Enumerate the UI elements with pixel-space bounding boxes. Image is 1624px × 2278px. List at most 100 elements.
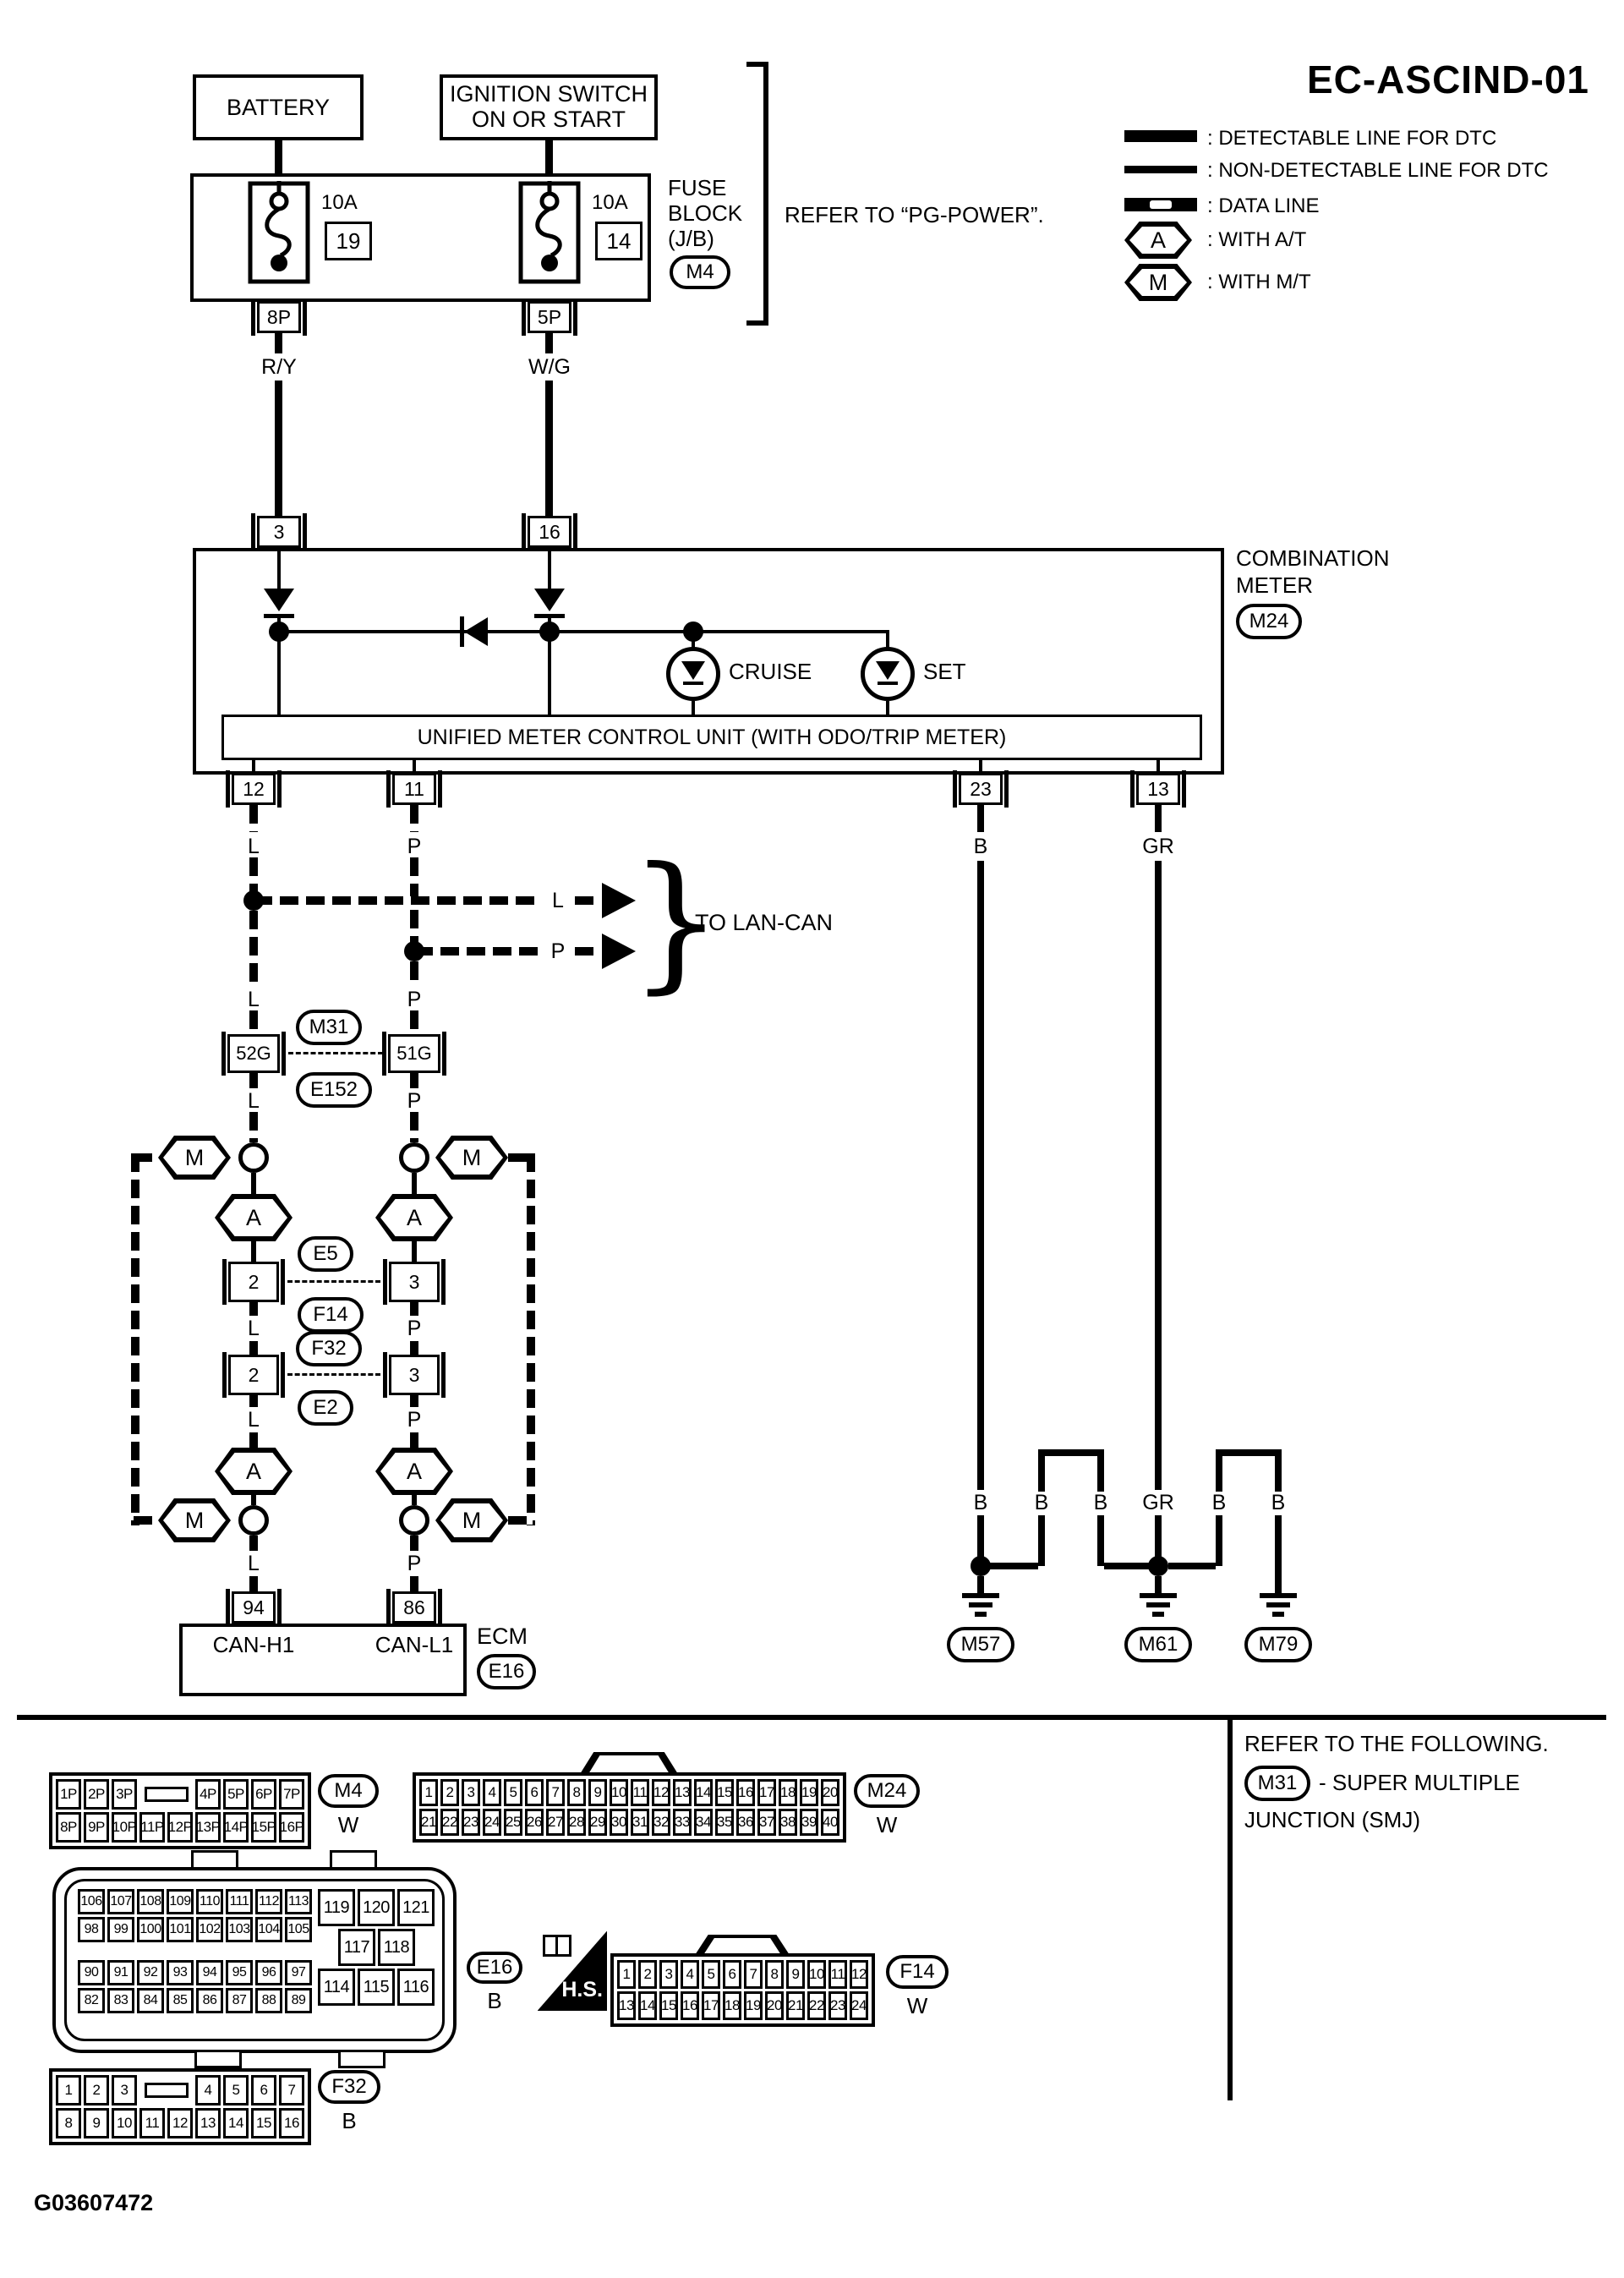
bracket-line	[763, 62, 768, 326]
wire	[412, 1495, 417, 1505]
pin-cell: 20	[765, 1991, 784, 2020]
can-branch-wire	[254, 896, 541, 905]
pin-cell: 6	[723, 1960, 741, 1989]
connector-ref-m31: M31	[296, 1010, 362, 1045]
pin-cell: 30	[610, 1809, 628, 1836]
pin-cell: 97	[285, 1960, 312, 1985]
pin-cell: 119	[318, 1889, 355, 1926]
pin-86: 86	[386, 1589, 442, 1626]
pin-cell: 117	[338, 1929, 375, 1966]
ground-jumper	[1097, 1449, 1104, 1492]
conn-pin-2: 2	[222, 1352, 285, 1398]
pin-cell: 38	[779, 1809, 797, 1836]
connector-ref-f14: F14	[886, 1955, 949, 1989]
bypass-wire	[508, 1516, 533, 1525]
smj-dashed-line	[287, 1373, 380, 1376]
pin-cell: 15	[659, 1991, 678, 2020]
ignition-line2: ON OR START	[471, 107, 626, 132]
ground-jumper	[1216, 1449, 1222, 1492]
smj-dashed-line	[288, 1052, 383, 1054]
meter-internal-wire	[979, 760, 982, 774]
pin-cell: 26	[525, 1809, 544, 1836]
pin-cell: 103	[226, 1917, 253, 1942]
conn-pin-3: 3	[383, 1259, 446, 1305]
connector-color-b: B	[487, 1988, 502, 2014]
pin-cell: 8P	[56, 1812, 81, 1843]
ground-jumper	[1216, 1449, 1282, 1456]
wire-label-b: B	[964, 1491, 998, 1514]
with-mt-hex-icon: M	[435, 1136, 508, 1180]
pin-23: 23	[953, 770, 1009, 808]
connector-ref-e5: E5	[298, 1236, 353, 1272]
wire-label-p: P	[397, 1552, 431, 1575]
ground-jumper	[1038, 1515, 1045, 1566]
pin-5p: 5P	[522, 298, 577, 336]
pin-cell: 2	[638, 1960, 657, 1989]
pin-cell: 3	[112, 2075, 137, 2106]
with-mt-hex-icon: M	[158, 1498, 231, 1542]
pin-cell: 109	[167, 1889, 194, 1914]
ground-wire	[977, 805, 984, 832]
page-title: EC-ASCIND-01	[1306, 57, 1589, 101]
ignition-switch-box: IGNITION SWITCH ON OR START	[440, 74, 658, 140]
connector-ref-f32: F32	[318, 2070, 380, 2104]
ground-ref-m79: M79	[1244, 1627, 1312, 1662]
wire-label-l: L	[544, 889, 571, 912]
wire-label-p: P	[544, 939, 571, 963]
meter-internal-wire	[692, 633, 695, 649]
connector-ref-e2: E2	[298, 1390, 353, 1426]
pin-cell: 93	[167, 1960, 194, 1985]
pin-12: 12	[226, 770, 282, 808]
ground-ref-m61: M61	[1124, 1627, 1192, 1662]
wire-label-l: L	[237, 988, 271, 1011]
pin-3: 3	[251, 513, 307, 550]
ground-jumper	[1097, 1515, 1104, 1566]
can-wire	[249, 1073, 258, 1088]
pin-cell: 83	[107, 1988, 134, 2013]
pin-cell: 35	[715, 1809, 734, 1836]
ground-wire	[1275, 1515, 1282, 1593]
fuse-icon	[518, 181, 581, 284]
pin-cell: 27	[546, 1809, 565, 1836]
bypass-wire	[508, 1153, 533, 1162]
pin-cell: 34	[694, 1809, 713, 1836]
wire	[251, 1495, 256, 1505]
pin-cell: 5P	[223, 1779, 249, 1810]
meter-label-2: METER	[1236, 572, 1313, 598]
pin-cell: 19	[744, 1991, 763, 2020]
pin-cell: 18	[723, 1991, 741, 2020]
pin-cell: 121	[397, 1889, 435, 1926]
set-indicator-icon	[861, 647, 915, 701]
conn-pin-2: 2	[222, 1259, 285, 1305]
pin-cell: 7	[546, 1779, 565, 1806]
pin-cell: 22	[440, 1809, 459, 1836]
battery-wire	[275, 140, 282, 184]
ground-jumper	[1038, 1449, 1104, 1456]
can-wire	[249, 1395, 258, 1407]
ground-icon	[1146, 1602, 1170, 1607]
with-mt-hex-icon: M	[435, 1498, 508, 1542]
pin-cell: 99	[107, 1917, 134, 1942]
wire-label-l: L	[237, 1408, 271, 1432]
pin-cell: 17	[702, 1991, 720, 2020]
pin-cell: 114	[318, 1969, 355, 2006]
refer-pg-power-note: REFER TO “PG-POWER”.	[785, 202, 1044, 227]
pin-cell: 17	[757, 1779, 776, 1806]
footer-refer-line1: - SUPER MULTIPLE	[1319, 1770, 1520, 1795]
pin-cell: 11	[139, 2108, 165, 2138]
can-wire	[249, 805, 258, 832]
legend-detectable: : DETECTABLE LINE FOR DTC	[1207, 127, 1497, 150]
pin-cell: 10	[112, 2108, 137, 2138]
can-wire	[249, 1302, 258, 1316]
footer-refer-line2: JUNCTION (SMJ)	[1244, 1807, 1420, 1832]
pin-cell: 6P	[251, 1779, 276, 1810]
connector-ref-e16: E16	[467, 1952, 522, 1984]
